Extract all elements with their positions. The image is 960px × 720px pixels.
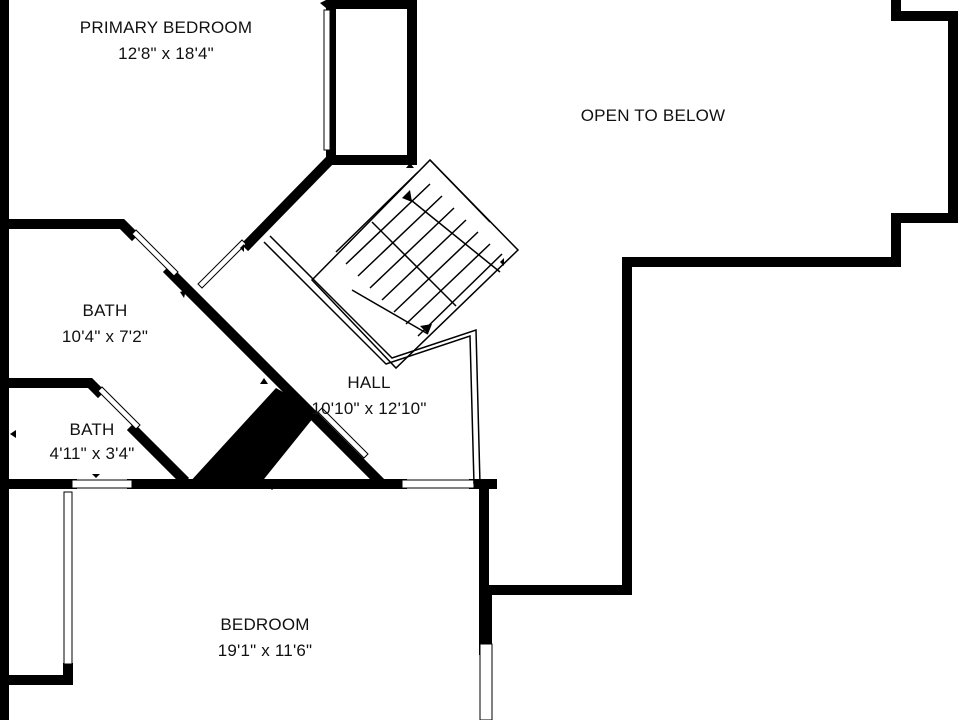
room-name: BEDROOM bbox=[220, 615, 310, 634]
closet-fill bbox=[188, 388, 318, 484]
room-name: HALL bbox=[347, 373, 391, 392]
room-name: BATH bbox=[69, 420, 115, 439]
wall-markers bbox=[10, 0, 504, 490]
room-name: BATH bbox=[82, 301, 128, 320]
room-dimensions: 4'11" x 3'4" bbox=[49, 444, 135, 463]
room-dimensions: 19'1" x 11'6" bbox=[217, 641, 313, 660]
door-openings bbox=[63, 9, 493, 720]
room-name: OPEN TO BELOW bbox=[580, 106, 726, 125]
room-dimensions: 12'8" x 18'4" bbox=[118, 44, 214, 63]
room-dimensions: 10'10" x 12'10" bbox=[311, 399, 427, 418]
room-dimensions: 10'4" x 7'2" bbox=[61, 327, 149, 346]
room-name: PRIMARY BEDROOM bbox=[79, 18, 253, 37]
interior-walls bbox=[7, 155, 497, 489]
stairs bbox=[263, 158, 520, 485]
